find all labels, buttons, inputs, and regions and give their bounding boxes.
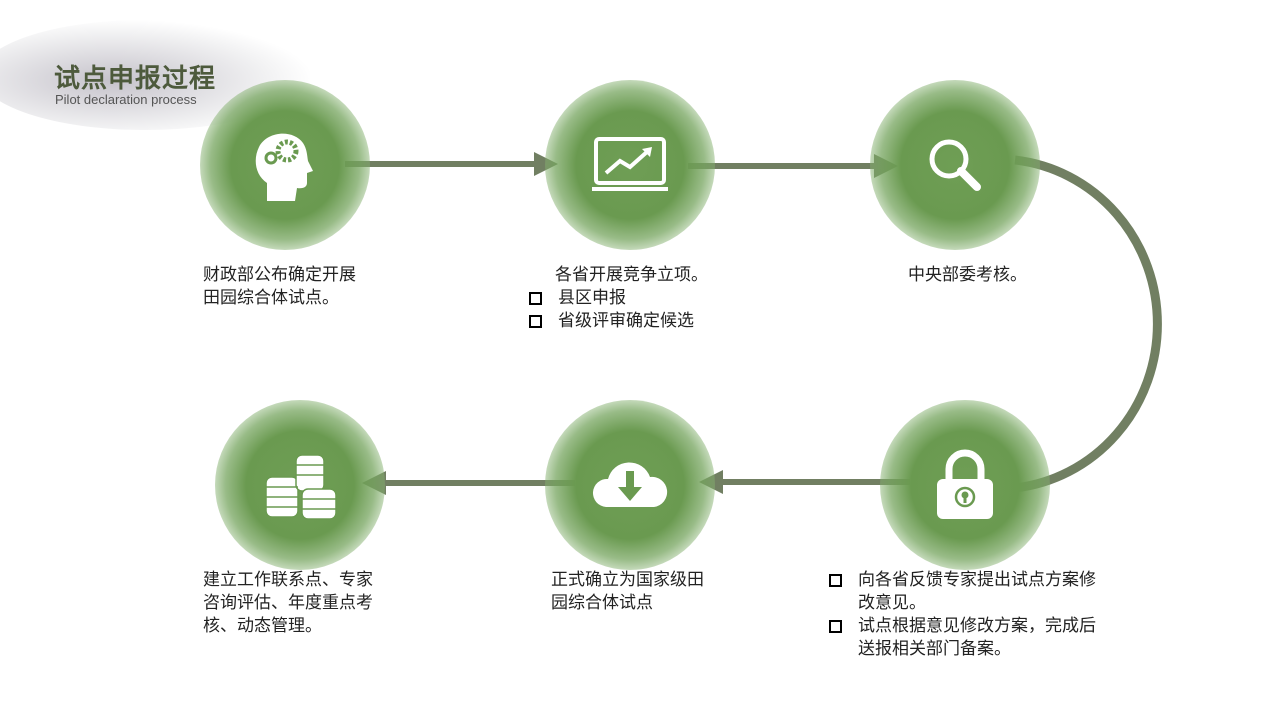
step-1-text: 财政部公布确定开展 田园综合体试点。	[203, 264, 356, 310]
step-3-node	[870, 80, 1040, 250]
text-line: 咨询评估、年度重点考	[203, 593, 373, 613]
bullet-square-icon	[529, 315, 542, 328]
curve-3-4	[1014, 155, 1162, 493]
step-4-bullet: 试点根据意见修改方案，完成后 送报相关部门备案。	[858, 615, 1096, 661]
text-line: 财政部公布确定开展	[203, 265, 356, 285]
text-line: 送报相关部门备案。	[858, 639, 1011, 659]
step-2-node	[545, 80, 715, 250]
page-subtitle: Pilot declaration process	[55, 92, 197, 107]
step-5-text: 正式确立为国家级田 园综合体试点	[551, 569, 704, 615]
text-line: 建立工作联系点、专家	[203, 570, 373, 590]
step-1-node	[200, 80, 370, 250]
bullet-square-icon	[829, 574, 842, 587]
step-4-bullet: 向各省反馈专家提出试点方案修 改意见。	[858, 569, 1096, 615]
step-6-node	[215, 400, 385, 570]
magnifier-icon	[929, 139, 981, 191]
step-2-bullet: 县区申报	[558, 288, 626, 308]
bullet-square-icon	[529, 292, 542, 305]
step-6-text: 建立工作联系点、专家 咨询评估、年度重点考 核、动态管理。	[203, 569, 373, 638]
head-gears-icon	[255, 133, 313, 201]
coins-icon	[265, 454, 337, 520]
lock-icon	[937, 449, 993, 519]
text-line: 田园综合体试点。	[203, 288, 339, 308]
bullet-square-icon	[829, 620, 842, 633]
text-line: 核、动态管理。	[203, 616, 322, 636]
step-5-node	[545, 400, 715, 570]
step-2-bullet: 省级评审确定候选	[558, 311, 694, 331]
text-line: 正式确立为国家级田	[551, 570, 704, 590]
text-line: 试点根据意见修改方案，完成后	[858, 616, 1096, 636]
step-3-text: 中央部委考核。	[908, 265, 1027, 285]
text-line: 改意见。	[858, 593, 926, 613]
step-4-node	[880, 400, 1050, 570]
chart-monitor-icon	[592, 137, 668, 191]
step-2-title: 各省开展竞争立项。	[555, 265, 708, 285]
text-line: 园综合体试点	[551, 593, 653, 613]
page-title: 试点申报过程	[54, 64, 217, 94]
cloud-download-icon	[592, 462, 668, 507]
text-line: 向各省反馈专家提出试点方案修	[858, 570, 1096, 590]
